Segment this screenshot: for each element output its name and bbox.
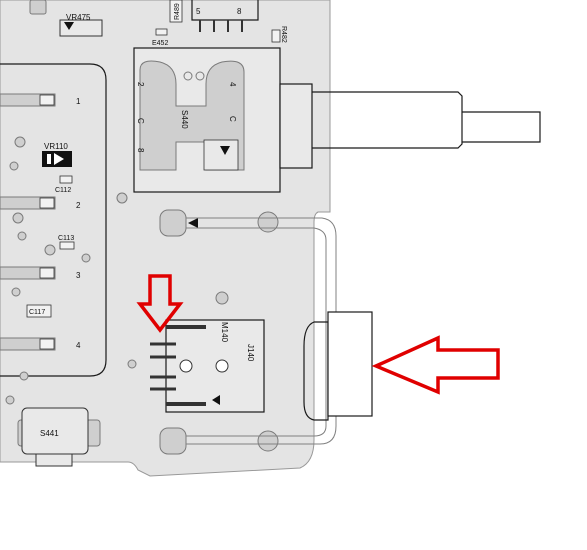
left-pad-rows: 1 2 3 4 [0, 93, 81, 351]
c112-component: C112 [55, 175, 73, 194]
r482-label: R482 [280, 26, 287, 43]
m140-label: M140 [220, 322, 229, 343]
vr475-component: VR475 [59, 13, 103, 37]
s441-component: S441 [17, 407, 101, 467]
left-pin1-label: 1 [76, 97, 81, 106]
c113-label: C113 [58, 235, 74, 242]
left-pin2-label: 2 [76, 201, 81, 210]
top-connector: 5 8 [191, 0, 259, 32]
s440-c-right-label: C [228, 116, 237, 122]
s440-c-left-label: C [136, 118, 145, 124]
side-connector [303, 311, 373, 421]
r482-component: R482 [271, 26, 287, 43]
cable-trace [159, 209, 337, 455]
c112-label: C112 [55, 187, 71, 194]
c117-label: C117 [29, 309, 45, 316]
vr475-label: VR475 [66, 13, 91, 22]
s441-label: S441 [40, 429, 59, 438]
s440-label: S440 [180, 110, 189, 129]
connector-pin5-label: 5 [196, 7, 201, 16]
left-component-block [0, 63, 107, 377]
j140-label: J140 [246, 344, 255, 362]
c117-component: C117 [26, 304, 52, 318]
left-vias [5, 136, 229, 405]
left-pin3-label: 3 [76, 271, 81, 280]
s440-pin2-label: 2 [136, 82, 145, 87]
connector-pin8-label: 8 [237, 7, 242, 16]
r489-component: R489 [169, 0, 183, 23]
vr110-label: VR110 [44, 142, 68, 151]
left-pin4-label: 4 [76, 341, 81, 350]
s440-pin8-label: 8 [136, 148, 145, 153]
red-arrow-left [371, 335, 500, 395]
red-arrow-down [136, 274, 184, 333]
e452-label: E452 [152, 40, 168, 47]
s440-pin4-label: 4 [228, 82, 237, 87]
e452-component: E452 [152, 28, 168, 47]
top-left-component [29, 0, 47, 15]
vr110-component: VR110 [42, 142, 72, 167]
c113-component: C113 [58, 235, 75, 250]
s440-component: 2 4 C C 8 S440 [133, 47, 541, 193]
r489-label: R489 [174, 3, 181, 20]
j140-connector: M140 J140 [150, 319, 265, 413]
